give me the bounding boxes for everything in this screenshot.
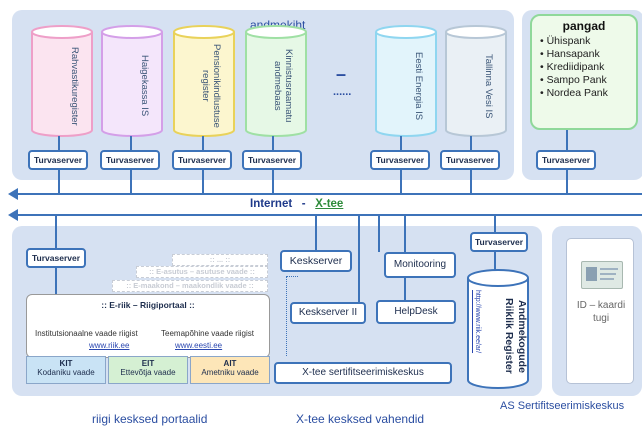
bank-item: • Krediidipank (540, 61, 605, 73)
database-label: Rahvastikuregister (69, 46, 80, 126)
portal-view-name: Kodaniku vaade (37, 368, 95, 377)
database-label: Kinnistusraamatu andmebaas (272, 49, 294, 123)
portal-stack-2: :: E-asutus – asutuse vaade :: (136, 266, 268, 278)
idcard-caption: AS Sertifitseerimiskeskus (500, 400, 625, 412)
portal-view-code: EIT (141, 359, 155, 368)
server-connector (566, 170, 568, 194)
db-connector (130, 136, 132, 150)
more-ellipsis: ...... (333, 86, 352, 98)
portal-box: :: E-riik – Riigiportaal :: Institutsion… (26, 294, 270, 358)
database-label: Eesti Energia IS (413, 51, 424, 121)
inst-view-text: Institutsionaalne vaade riigist (35, 329, 138, 338)
central-caption: X-tee kesksed vahendid (296, 412, 425, 426)
database-cylinder (245, 25, 307, 137)
connector-portal-down (55, 268, 57, 294)
cert-dotted-line-h (286, 276, 298, 277)
database-cylinder (445, 25, 507, 137)
connector-register (494, 214, 496, 232)
turvaserver-box[interactable]: Turvaserver (242, 150, 302, 170)
cert-center-box[interactable]: X-tee sertifitseerimiskeskus (274, 362, 452, 384)
portal-stack-3: :: ... :: (172, 254, 268, 266)
internet-arrow-icon (8, 188, 18, 200)
portal-view-name: Ametniku vaade (201, 368, 259, 377)
db-connector (400, 136, 402, 150)
monitooring-box[interactable]: Monitooring (384, 252, 456, 278)
banks-box: pangad • Ühispank• Hansapank• Krediidipa… (530, 14, 638, 130)
server-connector (58, 170, 60, 194)
connector-keskserver2 (358, 214, 360, 306)
server-connector (400, 170, 402, 194)
portal-title: :: E-riik – Riigiportaal :: (101, 300, 195, 310)
eesti-link[interactable]: www.eesti.ee (175, 341, 223, 350)
xtee-line (14, 214, 642, 216)
topic-view-text: Teemapõhine vaade riigist (161, 329, 254, 338)
register-link[interactable]: http://www.riik.ee/ar/ (474, 290, 481, 354)
db-connector (470, 136, 472, 150)
portal-view-code: KIT (59, 359, 73, 368)
register-turvaserver[interactable]: Turvaserver (470, 232, 528, 252)
idcard-label: ID – kaardi tugi (576, 300, 626, 324)
turvaserver-box[interactable]: Turvaserver (100, 150, 160, 170)
bank-item: • Sampo Pank (540, 74, 607, 86)
bank-connector (566, 130, 568, 150)
portal-view-code: AIT (223, 359, 237, 368)
portal-stack-1: :: E-maakond – maakondlik vaade :: (112, 280, 268, 292)
server-connector (272, 170, 274, 194)
bus-label: Internet - X-tee (250, 198, 343, 210)
database-label: Haigekassa IS (139, 55, 150, 117)
connector-register-down (494, 252, 496, 270)
helpdesk-box[interactable]: HelpDesk (376, 300, 456, 324)
register-title: Andmekogude Riiklik Register (503, 298, 528, 374)
turvaserver-box[interactable]: Turvaserver (28, 150, 88, 170)
db-connector (58, 136, 60, 150)
portal-turvaserver[interactable]: Turvaserver (26, 248, 86, 268)
turvaserver-box[interactable]: Turvaserver (440, 150, 500, 170)
turvaserver-box[interactable]: Turvaserver (370, 150, 430, 170)
turvaserver-box[interactable]: Turvaserver (536, 150, 596, 170)
database-cylinder (375, 25, 437, 137)
xtee-label[interactable]: X-tee (315, 198, 344, 210)
idcard-icon (581, 261, 623, 289)
idcard-box: ID – kaardi tugi (566, 238, 634, 384)
portal-view-name: Ettevõtja vaade (120, 368, 176, 377)
database-cylinder (31, 25, 93, 137)
connector-monitooring (378, 214, 380, 252)
connector-keskserver (315, 214, 317, 250)
portals-caption: riigi kesksed portaalid (92, 412, 208, 426)
internet-line (14, 193, 642, 195)
db-connector (272, 136, 274, 150)
server-connector (202, 170, 204, 194)
bank-item: • Hansapank (540, 48, 600, 60)
database-cylinder (101, 25, 163, 137)
keskserver-box[interactable]: Keskserver (280, 250, 352, 272)
database-label: Pensionikindlustuse register (200, 44, 222, 128)
bus-separator: - (301, 198, 306, 210)
bank-item: • Nordea Pank (540, 87, 608, 99)
internet-label: Internet (250, 198, 293, 210)
database-label: Tallinna Vesi IS (483, 53, 494, 119)
more-dash: – (336, 64, 347, 84)
server-connector (130, 170, 132, 194)
riik-link[interactable]: www.riik.ee (89, 341, 130, 350)
keskserver2-box[interactable]: Keskserver II (290, 302, 366, 324)
bank-list: • Ühispank• Hansapank• Krediidipank• Sam… (540, 35, 636, 100)
server-connector (470, 170, 472, 194)
database-cylinder (173, 25, 235, 137)
db-connector (202, 136, 204, 150)
connector-portal (55, 214, 57, 248)
xtee-arrow-icon (8, 209, 18, 221)
bank-item: • Ühispank (540, 35, 591, 47)
banks-title: pangad (562, 19, 606, 33)
register-cylinder (467, 269, 529, 389)
cert-dotted-line (286, 276, 287, 356)
turvaserver-box[interactable]: Turvaserver (172, 150, 232, 170)
